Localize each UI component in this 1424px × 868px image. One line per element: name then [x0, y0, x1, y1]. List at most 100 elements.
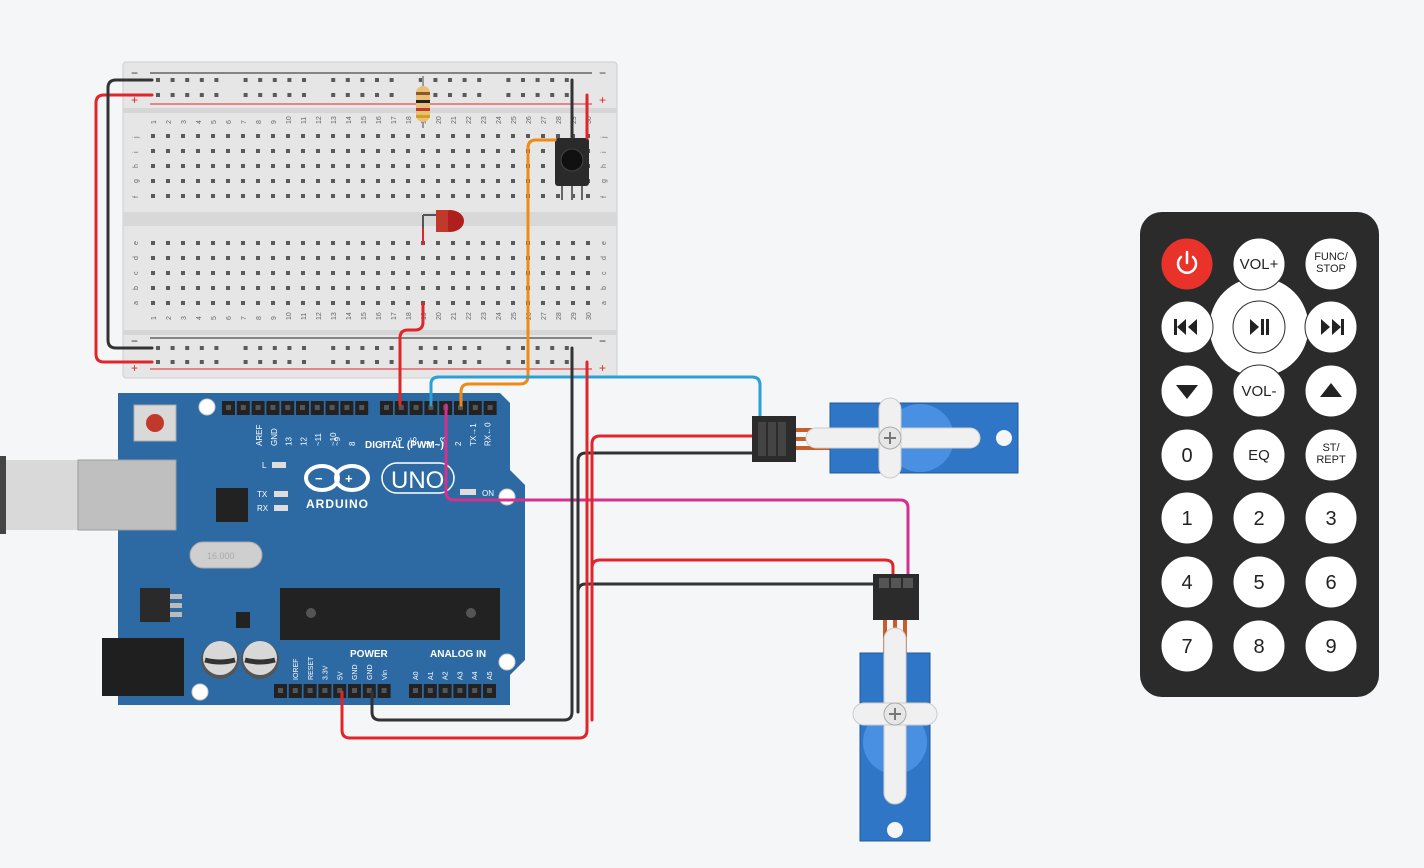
breadboard-hole[interactable] [496, 271, 500, 275]
resistor[interactable] [416, 76, 430, 128]
breadboard-hole[interactable] [451, 301, 455, 305]
breadboard-hole[interactable] [241, 194, 245, 198]
breadboard-hole[interactable] [541, 301, 545, 305]
rail-hole[interactable] [433, 93, 438, 97]
breadboard-hole[interactable] [571, 241, 575, 245]
breadboard-hole[interactable] [166, 256, 170, 260]
breadboard-hole[interactable] [181, 164, 185, 168]
breadboard-hole[interactable] [346, 134, 350, 138]
breadboard-hole[interactable] [496, 164, 500, 168]
breadboard-hole[interactable] [451, 134, 455, 138]
breadboard-hole[interactable] [556, 241, 560, 245]
breadboard-hole[interactable] [271, 134, 275, 138]
breadboard-hole[interactable] [211, 301, 215, 305]
breadboard-hole[interactable] [511, 134, 515, 138]
breadboard-hole[interactable] [226, 286, 230, 290]
breadboard-hole[interactable] [331, 271, 335, 275]
rail-hole[interactable] [185, 93, 190, 97]
rail-hole[interactable] [331, 346, 336, 350]
breadboard-hole[interactable] [376, 134, 380, 138]
breadboard-hole[interactable] [301, 179, 305, 183]
rail-hole[interactable] [433, 360, 438, 364]
breadboard-hole[interactable] [271, 256, 275, 260]
breadboard-hole[interactable] [586, 256, 590, 260]
rail-hole[interactable] [360, 78, 365, 82]
breadboard-hole[interactable] [286, 301, 290, 305]
breadboard-hole[interactable] [391, 149, 395, 153]
breadboard-hole[interactable] [271, 179, 275, 183]
wires[interactable] [94, 78, 910, 740]
breadboard-hole[interactable] [211, 271, 215, 275]
rail-hole[interactable] [375, 360, 379, 364]
breadboard-hole[interactable] [211, 286, 215, 290]
rail-hole[interactable] [448, 346, 452, 350]
rail-hole[interactable] [258, 93, 263, 97]
rail-hole[interactable] [477, 346, 482, 350]
breadboard-hole[interactable] [166, 286, 170, 290]
breadboard-hole[interactable] [481, 194, 485, 198]
breadboard-hole[interactable] [196, 194, 200, 198]
breadboard-hole[interactable] [181, 134, 185, 138]
breadboard-hole[interactable] [256, 241, 260, 245]
breadboard-hole[interactable] [346, 149, 350, 153]
breadboard-hole[interactable] [481, 134, 485, 138]
remote-button-0[interactable]: 0 [1160, 428, 1214, 482]
breadboard-hole[interactable] [511, 241, 515, 245]
breadboard-hole[interactable] [391, 179, 395, 183]
breadboard-hole[interactable] [361, 164, 365, 168]
remote-power-button[interactable] [1160, 237, 1214, 291]
rail-hole[interactable] [448, 360, 452, 364]
remote-button-6[interactable]: 6 [1304, 555, 1358, 609]
rail-hole[interactable] [448, 78, 452, 82]
breadboard-hole[interactable] [496, 301, 500, 305]
breadboard-hole[interactable] [541, 286, 545, 290]
remote-fast-forward-button[interactable] [1304, 300, 1358, 354]
breadboard-hole[interactable] [241, 256, 245, 260]
breadboard-hole[interactable] [376, 194, 380, 198]
breadboard-hole[interactable] [166, 179, 170, 183]
rail-hole[interactable] [521, 93, 525, 97]
breadboard-hole[interactable] [406, 256, 410, 260]
breadboard-hole[interactable] [166, 134, 170, 138]
rail-hole[interactable] [302, 78, 306, 82]
rail-hole[interactable] [477, 93, 482, 97]
breadboard-hole[interactable] [376, 286, 380, 290]
remote-play-pause-button[interactable] [1232, 300, 1286, 354]
breadboard-hole[interactable] [586, 271, 590, 275]
breadboard-hole[interactable] [301, 271, 305, 275]
power-header[interactable] [274, 684, 496, 698]
breadboard-hole[interactable] [256, 286, 260, 290]
rail-hole[interactable] [418, 78, 423, 82]
breadboard-hole[interactable] [151, 179, 155, 183]
breadboard-hole[interactable] [196, 256, 200, 260]
breadboard-hole[interactable] [226, 301, 230, 305]
rail-hole[interactable] [433, 78, 438, 82]
breadboard-hole[interactable] [316, 179, 320, 183]
rail-hole[interactable] [550, 93, 555, 97]
breadboard-hole[interactable] [301, 194, 305, 198]
servo-horn-1[interactable] [805, 397, 981, 479]
breadboard-hole[interactable] [436, 194, 440, 198]
breadboard-hole[interactable] [466, 194, 470, 198]
breadboard-hole[interactable] [166, 241, 170, 245]
breadboard-hole[interactable] [331, 179, 335, 183]
breadboard-hole[interactable] [421, 194, 425, 198]
rail-hole[interactable] [506, 93, 511, 97]
breadboard-hole[interactable] [196, 164, 200, 168]
breadboard-hole[interactable] [391, 271, 395, 275]
breadboard-hole[interactable] [241, 179, 245, 183]
breadboard-hole[interactable] [376, 179, 380, 183]
rail-hole[interactable] [375, 93, 379, 97]
rail-hole[interactable] [243, 346, 248, 350]
breadboard-hole[interactable] [556, 271, 560, 275]
breadboard-hole[interactable] [346, 271, 350, 275]
breadboard-hole[interactable] [256, 301, 260, 305]
breadboard-hole[interactable] [406, 286, 410, 290]
rail-hole[interactable] [360, 346, 365, 350]
breadboard-hole[interactable] [436, 286, 440, 290]
breadboard-hole[interactable] [286, 286, 290, 290]
breadboard-hole[interactable] [571, 286, 575, 290]
breadboard-hole[interactable] [451, 149, 455, 153]
breadboard-hole[interactable] [496, 256, 500, 260]
breadboard-hole[interactable] [361, 256, 365, 260]
